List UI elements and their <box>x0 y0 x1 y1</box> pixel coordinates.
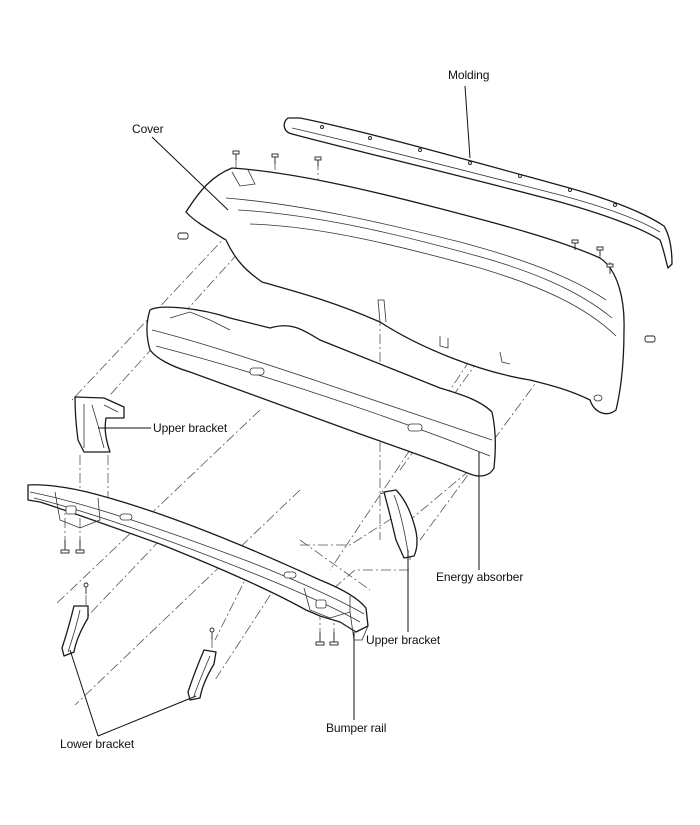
label-bumper-rail: Bumper rail <box>326 721 387 735</box>
label-lower-bracket: Lower bracket <box>60 737 135 751</box>
bumper-rail-part <box>27 484 369 641</box>
cover-part <box>185 167 625 415</box>
leader-molding <box>464 85 471 159</box>
cover-fasteners <box>177 150 656 343</box>
lower-bracket-right-part <box>187 649 217 701</box>
leader-lower-bracket-right <box>97 695 197 737</box>
label-upper-bracket-left: Upper bracket <box>153 421 228 435</box>
upper-bracket-right-part <box>379 489 418 559</box>
lower-bracket-left-part <box>61 605 89 657</box>
rail-fasteners <box>60 540 339 646</box>
label-upper-bracket-right: Upper bracket <box>366 633 441 647</box>
label-energy-absorber: Energy absorber <box>436 570 524 584</box>
energy-absorber-part <box>146 306 496 477</box>
molding-part <box>283 117 673 269</box>
leader-lower-bracket-left <box>69 649 99 737</box>
leader-cover <box>151 136 229 211</box>
upper-bracket-left-part <box>74 396 125 453</box>
leader-lines <box>69 85 480 737</box>
label-cover: Cover <box>132 122 164 136</box>
label-molding: Molding <box>448 68 490 82</box>
